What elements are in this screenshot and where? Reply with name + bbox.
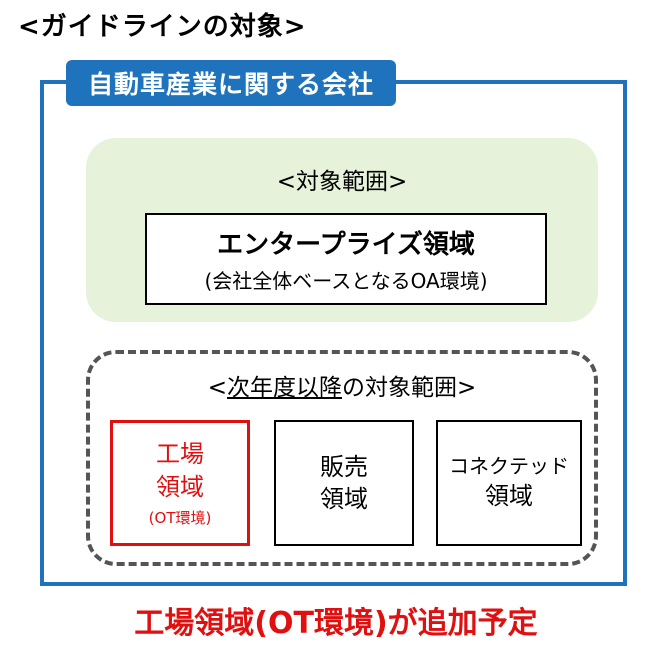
factory-domain-line2: 領域	[156, 472, 204, 501]
enterprise-domain-subtitle: (会社全体ベースとなるOA環境)	[204, 269, 488, 293]
future-scope-label: <次年度以降の対象範囲>	[90, 368, 594, 402]
current-scope-panel: <対象範囲> エンタープライズ領域 (会社全体ベースとなるOA環境)	[86, 138, 598, 322]
enterprise-domain-title: エンタープライズ領域	[217, 230, 475, 260]
enterprise-domain-box: エンタープライズ領域 (会社全体ベースとなるOA環境)	[145, 213, 547, 305]
page-heading: <ガイドラインの対象>	[18, 12, 307, 42]
connected-domain-line1: コネクテッド	[449, 454, 569, 479]
future-scope-label-prefix: <	[207, 375, 227, 401]
future-scope-label-suffix: の対象範囲>	[342, 375, 477, 401]
future-scope-label-underlined: 次年度以降	[227, 375, 342, 401]
connected-domain-line2: 領域	[485, 482, 533, 511]
connected-domain-box: コネクテッド 領域	[436, 420, 582, 546]
sales-domain-box: 販売 領域	[274, 420, 414, 546]
factory-domain-note: (OT環境)	[148, 508, 212, 527]
sales-domain-line1: 販売	[320, 452, 368, 481]
future-scope-panel: <次年度以降の対象範囲>	[86, 350, 598, 566]
factory-domain-line1: 工場	[156, 440, 204, 469]
sales-domain-line2: 領域	[320, 485, 368, 513]
current-scope-label: <対象範囲>	[276, 169, 408, 195]
company-label: 自動車産業に関する会社	[66, 60, 396, 106]
footer-note: 工場領域(OT環境)が追加予定	[134, 606, 538, 641]
factory-domain-box: 工場 領域 (OT環境)	[110, 420, 250, 546]
